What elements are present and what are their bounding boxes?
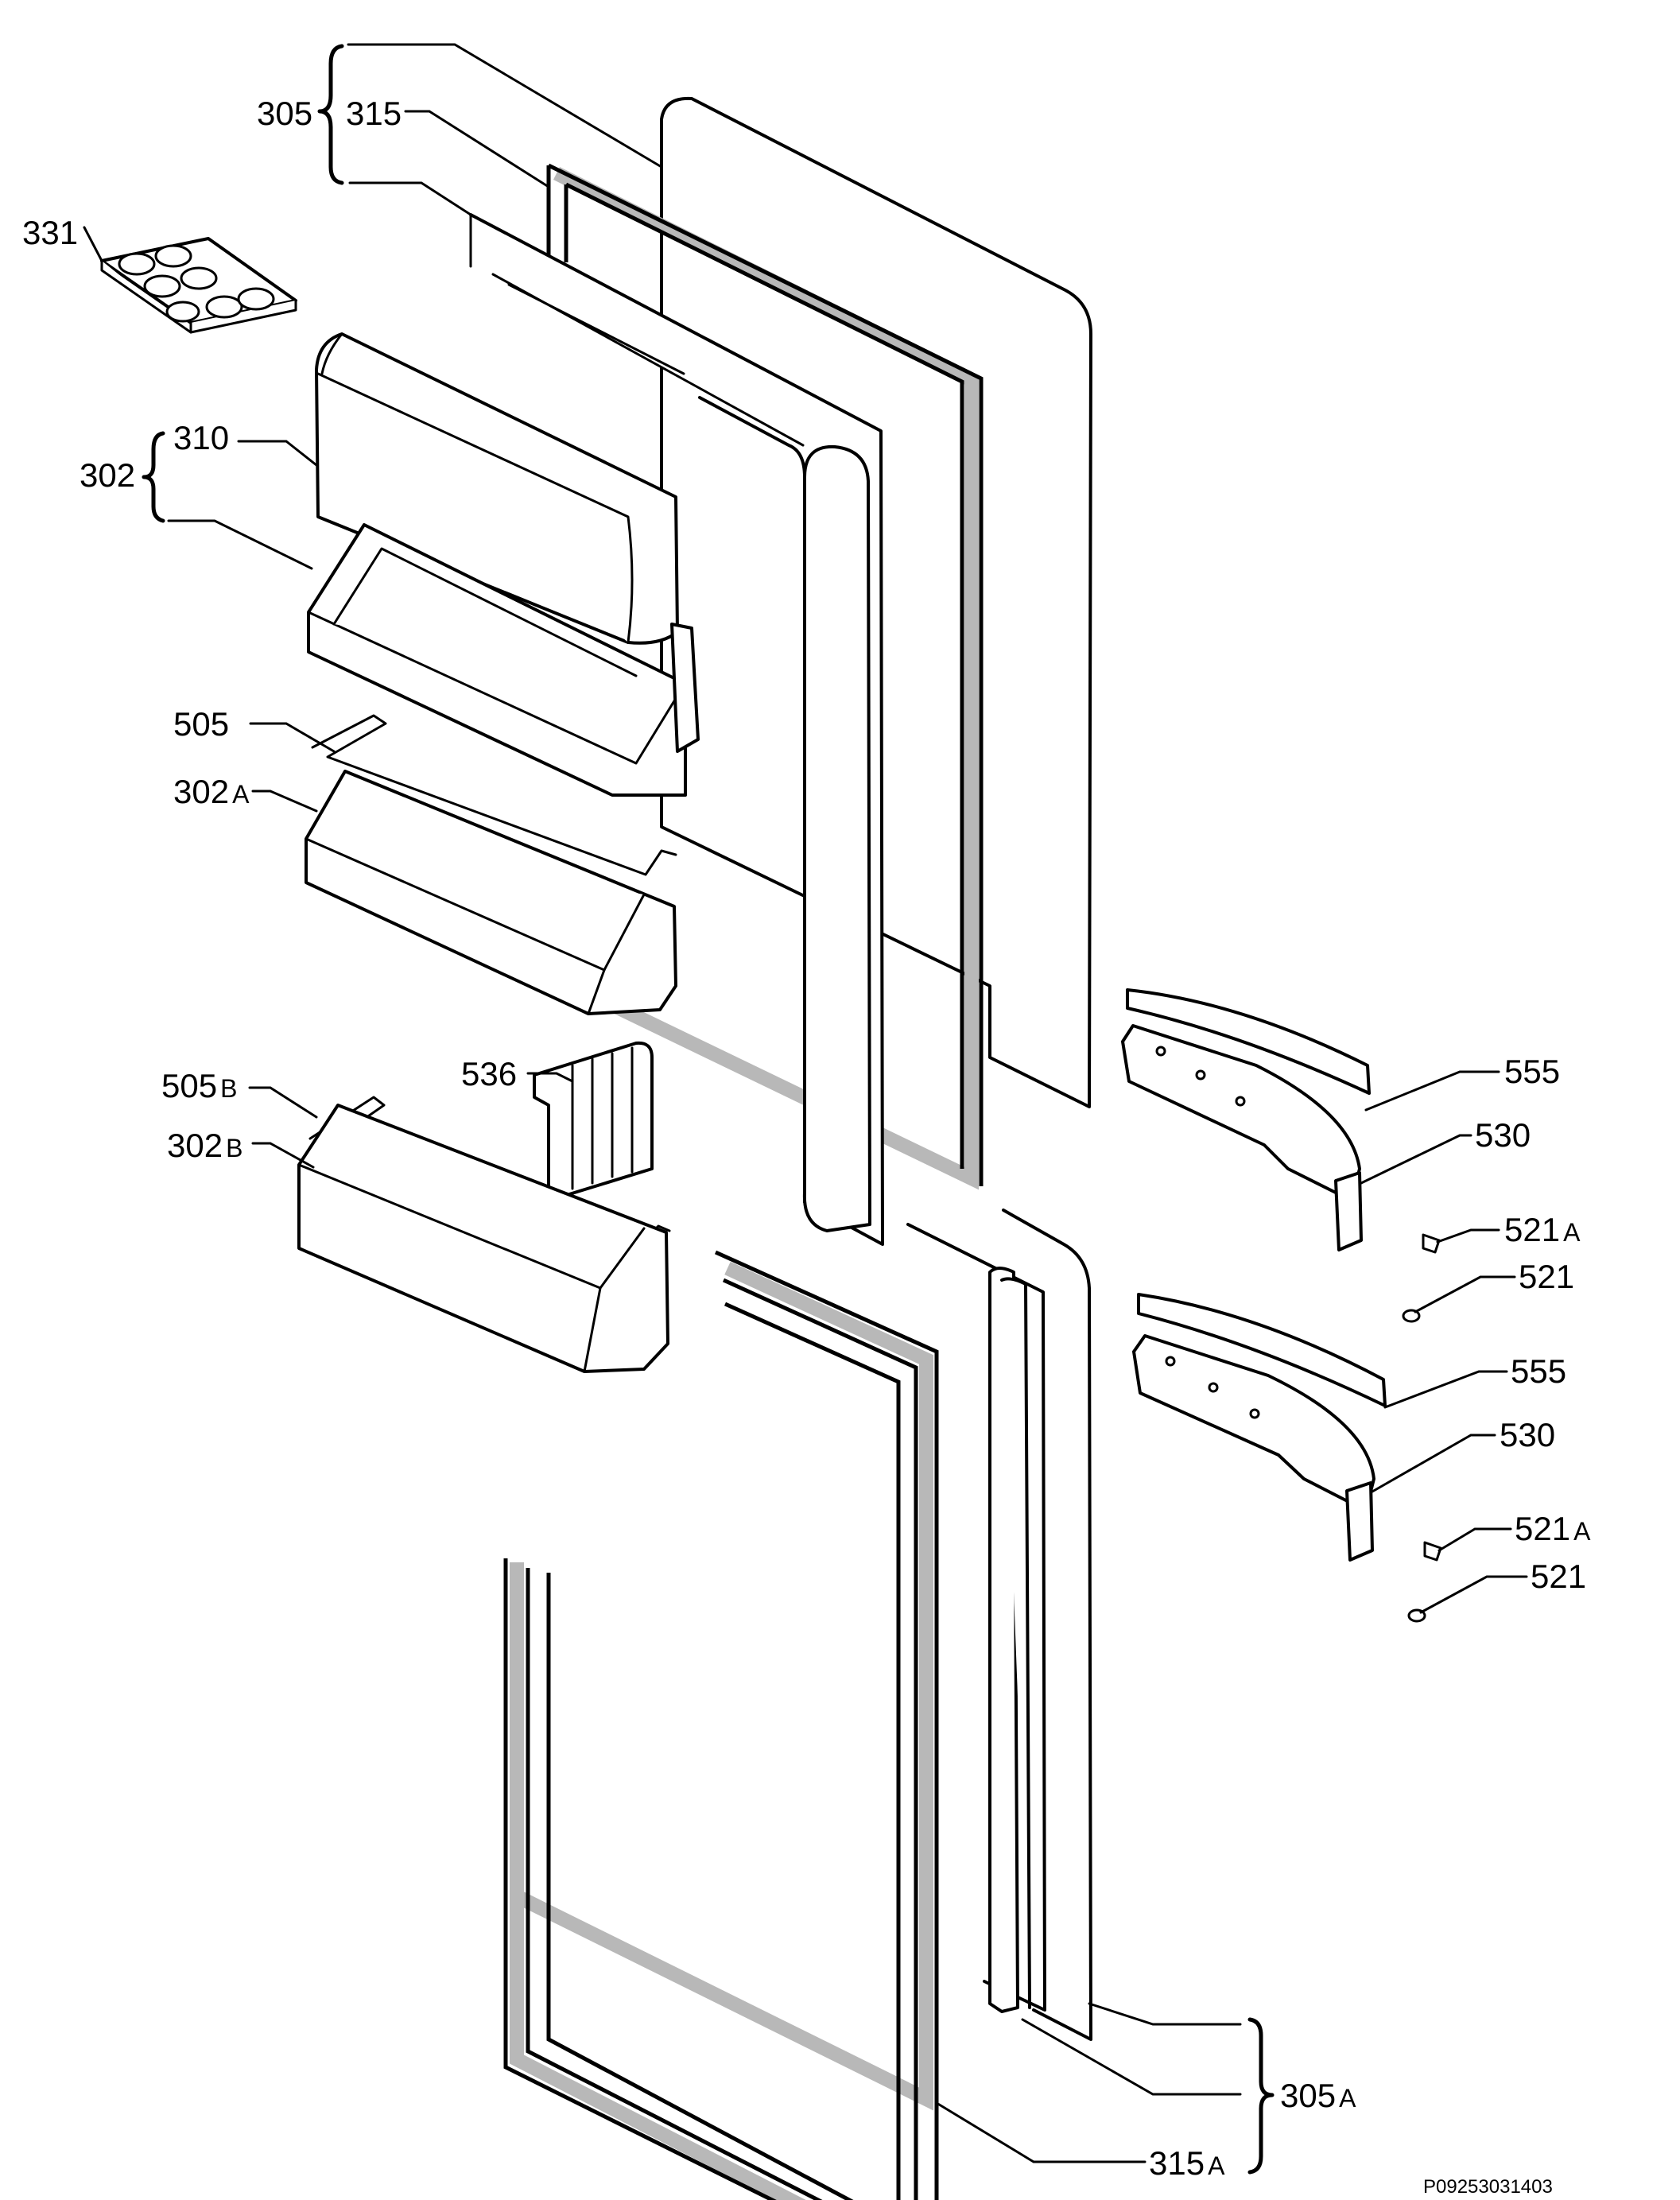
label-305: 305	[257, 95, 312, 132]
lower-door-panel	[906, 1209, 1092, 2041]
label-331: 331	[22, 214, 78, 251]
bottle-shelf-lower	[297, 1104, 669, 1373]
label-521-bot: 521	[1531, 1558, 1586, 1595]
dairy-shelf	[307, 523, 700, 797]
label-310: 310	[173, 419, 229, 456]
brace-302	[142, 431, 165, 523]
brace-305a	[1247, 2017, 1275, 2175]
label-302: 302	[80, 456, 135, 494]
wire-guard-bar	[311, 714, 677, 876]
hinge-assembly-bottom	[1132, 1293, 1442, 1623]
upper-door-gasket	[546, 163, 984, 1190]
hinge-assembly-top	[1121, 988, 1441, 1323]
bottle-shelf-upper	[305, 770, 677, 1015]
drawing-code: P09253031403	[1423, 2176, 1553, 2198]
lower-door-gasket	[503, 1250, 939, 2200]
egg-tray	[100, 237, 297, 334]
brace-305	[317, 44, 344, 185]
label-536: 536	[461, 1055, 517, 1092]
label-555-bot: 555	[1511, 1352, 1566, 1390]
upper-door-liner	[469, 213, 884, 1246]
label-505: 505	[173, 705, 229, 743]
dairy-lid	[315, 332, 679, 645]
label-530-bot: 530	[1500, 1416, 1555, 1453]
bottle-divider	[533, 1041, 654, 1202]
label-555-top: 555	[1504, 1053, 1560, 1090]
label-521-top: 521	[1519, 1258, 1574, 1295]
label-315: 315	[346, 95, 402, 132]
label-530-top: 530	[1475, 1116, 1531, 1154]
leader-lines	[83, 43, 1528, 2163]
